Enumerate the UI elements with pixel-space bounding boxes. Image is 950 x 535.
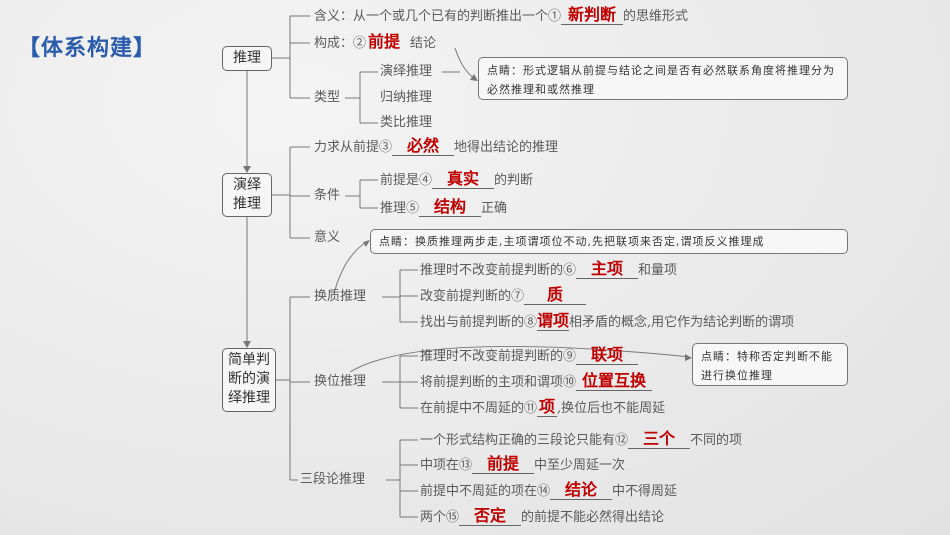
text: 两个⑮: [420, 510, 460, 525]
text: 推理时不改变前提判断的⑨: [420, 349, 577, 364]
answer: 真实: [432, 170, 495, 189]
node-deductive: 演绎 推理: [222, 173, 272, 217]
answer: 质: [524, 286, 587, 305]
text: 结论: [410, 36, 437, 51]
text: 一个形式结构正确的三段论只能有⑫: [420, 433, 629, 448]
conversion-label: 换位推理: [314, 374, 367, 389]
note-box: 点睛：特称否定判断不能进行换位推理: [692, 343, 848, 386]
text: 中不得周延: [612, 484, 678, 499]
answer: 否定: [459, 507, 522, 526]
text: 的判断: [494, 173, 534, 188]
text: 地得出结论的推理: [454, 140, 559, 155]
node-line: 断的演: [228, 371, 270, 387]
answer: 结构: [419, 198, 482, 217]
types-label: 类型: [314, 90, 341, 105]
answer: 位置互换: [576, 372, 653, 391]
text: 前提是④: [380, 173, 433, 188]
text: 推理⑤: [380, 201, 420, 216]
text: ,换位后也不能周延: [557, 401, 666, 416]
type-item: 归纳推理: [380, 90, 433, 105]
answer: 前提: [368, 32, 401, 51]
answer: 三个: [628, 430, 691, 449]
significance-label: 意义: [314, 230, 341, 245]
node-simple-judgment: 简单判 断的演 绎推理: [222, 348, 276, 412]
text: 的前提不能必然得出结论: [521, 510, 665, 525]
text: 相矛盾的概念,用它作为结论判断的谓项: [569, 315, 795, 330]
text: 含义：从一个或几个已有的判断推出一个①: [314, 9, 562, 24]
answer: 结论: [550, 481, 613, 500]
text: 力求从前提③: [314, 140, 393, 155]
answer: 前提: [472, 455, 535, 474]
syllogism-label: 三段论推理: [300, 472, 366, 487]
text: 找出与前提判断的⑧: [420, 315, 538, 330]
text: 的思维形式: [623, 9, 689, 24]
text: 推理时不改变前提判断的⑥: [420, 263, 577, 278]
text: 中项在⑬: [420, 458, 473, 473]
text: 正确: [481, 201, 508, 216]
node-line: 推理: [233, 196, 261, 212]
answer: 联项: [576, 346, 639, 365]
answer: 主项: [576, 260, 639, 279]
section-title: 【体系构建】: [18, 36, 157, 61]
obversion-row: 找出与前提判断的⑧谓项相矛盾的概念,用它作为结论判断的谓项: [420, 312, 794, 332]
text: 和量项: [638, 263, 678, 278]
note-box: 点睛：换质推理两步走,主项谓项位不动,先把联项来否定,谓项反义推理成: [370, 229, 848, 254]
text: 前提中不周延的项在⑭: [420, 484, 551, 499]
type-item: 演绎推理: [380, 64, 433, 79]
text: 在前提中不周延的⑪: [420, 401, 538, 416]
obversion-label: 换质推理: [314, 289, 367, 304]
node-line: 演绎: [233, 177, 261, 193]
node-line: 绎推理: [228, 390, 270, 406]
answer: 谓项: [537, 311, 570, 331]
note-box: 点睛：形式逻辑从前提与结论之间是否有必然联系角度将推理分为必然推理和或然推理: [478, 57, 848, 100]
text: 将前提判断的主项和谓项⑩: [420, 375, 577, 390]
answer: 新判断: [561, 6, 624, 25]
node-inference: 推理: [222, 46, 272, 71]
text: 构成：②: [314, 36, 367, 51]
text: 中至少周延一次: [534, 458, 626, 473]
text: 改变前提判断的⑦: [420, 289, 525, 304]
condition-label: 条件: [314, 188, 341, 203]
type-item: 类比推理: [380, 115, 433, 130]
text: 不同的项: [690, 433, 743, 448]
answer: 项: [537, 397, 558, 417]
node-line: 简单判: [228, 352, 270, 368]
answer: 必然: [392, 137, 455, 156]
